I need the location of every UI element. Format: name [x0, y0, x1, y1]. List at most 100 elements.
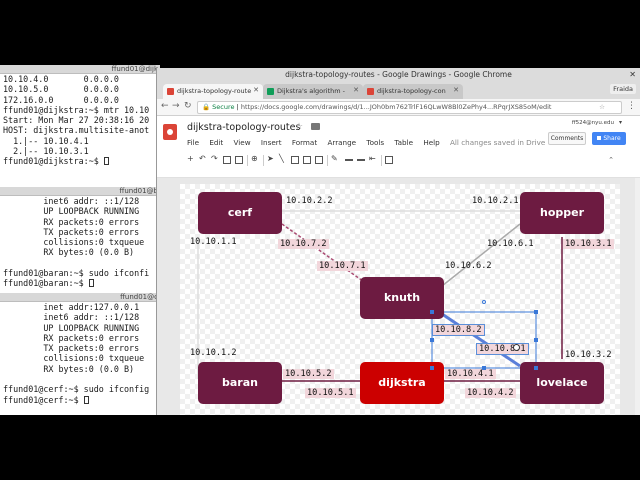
- drawing-canvas[interactable]: cerf hopper knuth baran dijkstra lovelac…: [180, 184, 620, 415]
- terminal-title: ffund01@dijk: [0, 65, 160, 74]
- shape-tool-icon[interactable]: [291, 156, 299, 164]
- ip-label[interactable]: 10.10.7.1: [317, 261, 368, 271]
- reload-icon[interactable]: ↻: [184, 101, 192, 111]
- tab-label: Dijkstra's algorithm -: [277, 87, 345, 95]
- menu-view[interactable]: View: [233, 138, 251, 147]
- letterbox-top: [0, 0, 640, 65]
- resize-handle[interactable]: [482, 366, 486, 370]
- terminal-cerf[interactable]: ffund01@c inet addr:127.0.0.1 inet6 addr…: [0, 293, 160, 415]
- menu-insert[interactable]: Insert: [260, 138, 282, 147]
- line-dash-icon[interactable]: [357, 159, 365, 161]
- node-lovelace[interactable]: lovelace: [520, 362, 604, 404]
- tab-close-icon[interactable]: ✕: [453, 86, 459, 94]
- node-cerf[interactable]: cerf: [198, 192, 282, 234]
- menu-help[interactable]: Help: [423, 138, 440, 147]
- address-bar[interactable]: 🔒 Secure | https://docs.google.com/drawi…: [197, 101, 622, 114]
- resize-handle[interactable]: [534, 338, 538, 342]
- ip-label-selected[interactable]: 10.10.8.1: [476, 343, 529, 355]
- paint-format-icon[interactable]: [235, 156, 243, 164]
- share-button[interactable]: Share: [592, 132, 626, 145]
- terminal-line: ffund01@cerf:~$: [3, 395, 160, 405]
- account-dropdown-icon[interactable]: ▾: [618, 119, 622, 126]
- ip-label[interactable]: 10.10.3.2: [565, 350, 612, 360]
- resize-handle[interactable]: [430, 338, 434, 342]
- add-icon[interactable]: +: [187, 154, 194, 163]
- tab-close-icon[interactable]: ✕: [253, 86, 259, 94]
- comments-button[interactable]: Comments: [548, 132, 586, 145]
- redo-icon[interactable]: ↷: [211, 154, 218, 163]
- drawings-logo-icon[interactable]: [163, 124, 177, 140]
- drawings-favicon-icon: [367, 88, 374, 95]
- menu-arrange[interactable]: Arrange: [327, 138, 357, 147]
- resize-handle[interactable]: [534, 310, 538, 314]
- ip-label[interactable]: 10.10.2.1: [472, 196, 519, 206]
- window-close-icon[interactable]: ✕: [629, 70, 636, 79]
- zoom-icon[interactable]: ⊕: [251, 154, 258, 163]
- menu-table[interactable]: Table: [394, 138, 414, 147]
- ip-label[interactable]: 10.10.4.1: [445, 369, 496, 379]
- chrome-menu-icon[interactable]: ⋮: [627, 101, 636, 111]
- tab-close-icon[interactable]: ✕: [353, 86, 359, 94]
- terminal-line: UP LOOPBACK RUNNING: [3, 206, 140, 217]
- ip-label[interactable]: 10.10.1.1: [190, 237, 237, 247]
- ip-label[interactable]: 10.10.5.1: [305, 388, 356, 398]
- terminal-baran[interactable]: ffund01@b inet6 addr: ::1/128 UP LOOPBAC…: [0, 187, 160, 293]
- node-hopper[interactable]: hopper: [520, 192, 604, 234]
- ip-label[interactable]: 10.10.7.2: [278, 239, 329, 249]
- ip-label[interactable]: 10.10.4.2: [465, 388, 516, 398]
- image-icon[interactable]: [315, 156, 323, 164]
- terminal-line: ffund01@dijkstra:~$ mtr 10.10: [3, 104, 150, 115]
- terminal-line: inet6 addr: ::1/128: [3, 196, 140, 206]
- toolbar-divider: [381, 155, 382, 166]
- resize-handle[interactable]: [430, 366, 434, 370]
- select-pointer-icon[interactable]: ➤: [267, 154, 274, 163]
- selection-box: [431, 311, 537, 369]
- ip-label[interactable]: 10.10.3.1: [563, 239, 614, 249]
- terminal-output[interactable]: inet6 addr: ::1/128 UP LOOPBACK RUNNING …: [0, 196, 160, 293]
- window-titlebar[interactable]: dijkstra-topology-routes - Google Drawin…: [157, 68, 640, 82]
- menu-edit[interactable]: Edit: [209, 138, 224, 147]
- account-email[interactable]: ff524@nyu.edu: [571, 120, 614, 126]
- rotate-handle[interactable]: [482, 300, 486, 304]
- ip-label[interactable]: 10.10.1.2: [190, 348, 237, 358]
- terminal-line: inet6 addr: ::1/128: [3, 312, 140, 323]
- resize-handle[interactable]: [534, 366, 538, 370]
- line-tool-icon[interactable]: ╲: [279, 154, 284, 163]
- back-arrow-icon[interactable]: ←: [161, 101, 169, 111]
- ip-label[interactable]: 10.10.5.2: [283, 369, 334, 379]
- folder-icon[interactable]: [311, 123, 320, 130]
- tab-drawing[interactable]: dijkstra-topology-route ✕: [163, 84, 263, 99]
- ip-label[interactable]: 10.10.6.2: [445, 261, 492, 271]
- comment-icon[interactable]: [385, 156, 393, 164]
- star-icon[interactable]: ☆: [295, 122, 304, 132]
- bookmark-star-icon[interactable]: ☆: [599, 103, 605, 111]
- menu-file[interactable]: File: [187, 138, 200, 147]
- ip-label[interactable]: 10.10.6.1: [487, 239, 534, 249]
- document-title[interactable]: dijkstra-topology-routes: [187, 122, 301, 133]
- menu-format[interactable]: Format: [291, 138, 318, 147]
- line-start-icon[interactable]: ⇤: [369, 154, 376, 163]
- canvas-scrollbar[interactable]: [635, 178, 640, 415]
- forward-arrow-icon[interactable]: →: [172, 101, 180, 111]
- print-icon[interactable]: [223, 156, 231, 164]
- menu-tools[interactable]: Tools: [366, 138, 385, 147]
- tab-topology-config[interactable]: dijkstra-topology-con ✕: [363, 84, 463, 99]
- resize-handle[interactable]: [430, 310, 434, 314]
- undo-icon[interactable]: ↶: [199, 154, 206, 163]
- line-weight-icon[interactable]: [345, 159, 353, 161]
- node-baran[interactable]: baran: [198, 362, 282, 404]
- profile-button[interactable]: Fraida: [610, 84, 636, 94]
- terminal-line: ffund01@cerf:~$ sudo ifconfig: [3, 384, 150, 395]
- terminal-output[interactable]: inet addr:127.0.0.1 inet6 addr: ::1/128 …: [0, 302, 160, 415]
- pen-color-icon[interactable]: ✎: [331, 154, 338, 163]
- ip-label[interactable]: 10.10.2.2: [286, 196, 333, 206]
- ip-label-selected[interactable]: 10.10.8.2: [432, 324, 485, 336]
- link-cerf-knuth: [281, 223, 371, 287]
- collapse-toolbar-icon[interactable]: ⌃: [608, 156, 614, 164]
- terminal-cursor: [103, 157, 109, 166]
- text-box-icon[interactable]: [303, 156, 311, 164]
- links-layer: [197, 210, 563, 382]
- tab-dijkstra-algorithm[interactable]: Dijkstra's algorithm - ✕: [263, 84, 363, 99]
